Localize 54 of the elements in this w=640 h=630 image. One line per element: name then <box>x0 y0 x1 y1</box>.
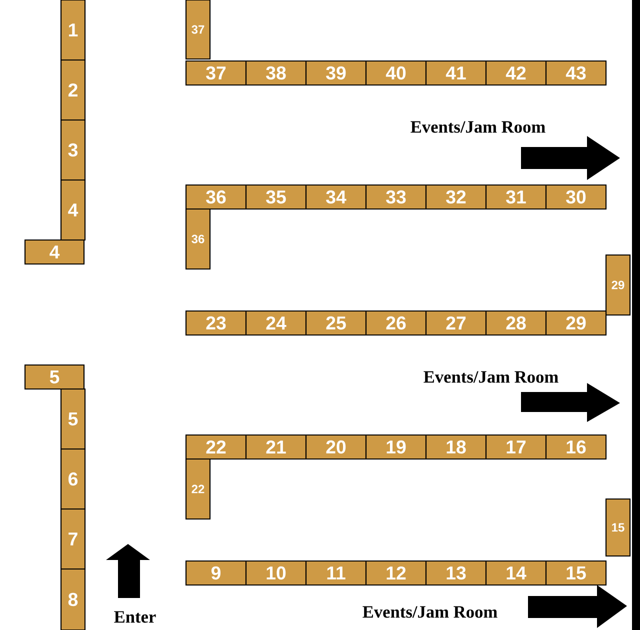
table-box: 4 <box>60 179 86 241</box>
table-box: 19 <box>365 434 427 460</box>
table-box: 5 <box>24 364 85 390</box>
table-box: 29 <box>545 310 607 336</box>
table-box: 24 <box>245 310 307 336</box>
area-label: Events/Jam Room <box>424 371 558 383</box>
table-box: 41 <box>425 60 487 86</box>
table-box: 10 <box>245 560 307 586</box>
table-box: 43 <box>545 60 607 86</box>
table-box: 16 <box>545 434 607 460</box>
table-box: 35 <box>245 184 307 210</box>
table-box: 29 <box>605 254 631 316</box>
table-box: 11 <box>305 560 367 586</box>
table-box: 36 <box>185 184 247 210</box>
table-box: 6 <box>60 448 86 510</box>
table-box: 9 <box>185 560 247 586</box>
area-label: Events/Jam Room <box>410 121 546 133</box>
table-box: 38 <box>245 60 307 86</box>
table-box: 7 <box>60 508 86 570</box>
table-box: 40 <box>365 60 427 86</box>
table-box: 26 <box>365 310 427 336</box>
table-box: 20 <box>305 434 367 460</box>
table-box: 25 <box>305 310 367 336</box>
table-box: 30 <box>545 184 607 210</box>
table-box: 27 <box>425 310 487 336</box>
table-box: 39 <box>305 60 367 86</box>
table-box: 12 <box>365 560 427 586</box>
table-box: 2 <box>60 59 86 121</box>
table-box: 1 <box>60 0 86 61</box>
table-box: 8 <box>60 568 86 630</box>
table-box: 18 <box>425 434 487 460</box>
table-box: 33 <box>365 184 427 210</box>
area-label: Enter <box>114 611 156 623</box>
table-box: 4 <box>24 239 85 265</box>
table-box: 31 <box>485 184 547 210</box>
table-box: 15 <box>545 560 607 586</box>
table-box: 32 <box>425 184 487 210</box>
table-box: 37 <box>185 0 211 60</box>
table-box: 37 <box>185 60 247 86</box>
table-box: 14 <box>485 560 547 586</box>
table-box: 5 <box>60 388 86 450</box>
area-label: Events/Jam Room <box>362 606 498 618</box>
table-box: 23 <box>185 310 247 336</box>
table-box: 15 <box>605 498 631 557</box>
table-box: 42 <box>485 60 547 86</box>
table-box: 13 <box>425 560 487 586</box>
table-box: 22 <box>185 434 247 460</box>
table-box: 3 <box>60 119 86 181</box>
table-box: 34 <box>305 184 367 210</box>
table-box: 22 <box>185 458 211 520</box>
table-box: 21 <box>245 434 307 460</box>
table-box: 28 <box>485 310 547 336</box>
table-box: 36 <box>185 208 211 270</box>
table-box: 17 <box>485 434 547 460</box>
